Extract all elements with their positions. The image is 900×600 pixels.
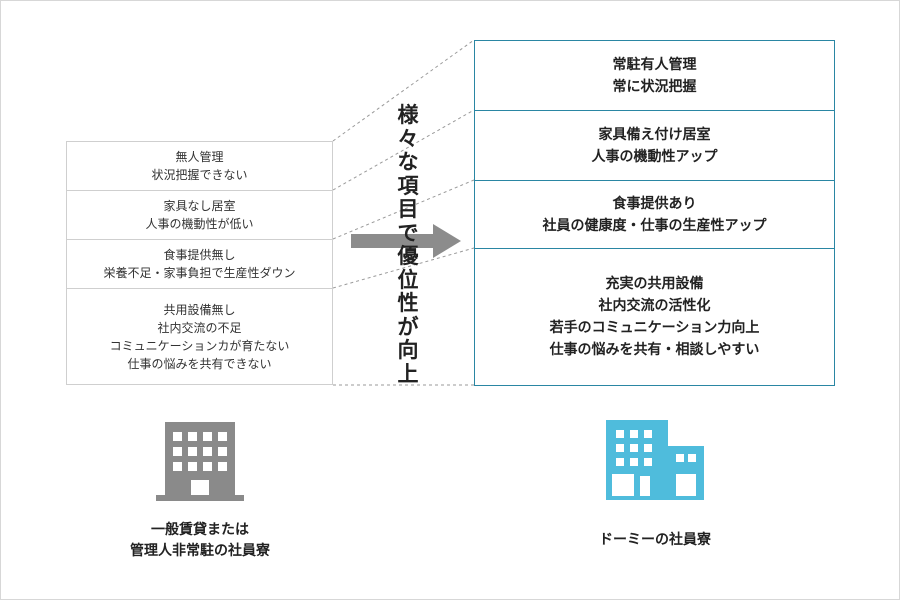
left-item-line: 無人管理	[175, 150, 224, 164]
left-caption-line: 管理人非常駐の社員寮	[130, 543, 270, 559]
arrow-shaft	[351, 234, 435, 248]
left-item-line: 共用設備無し	[163, 302, 236, 317]
right-item-line: 常に状況把握	[612, 78, 697, 95]
left-item-furniture: 家具なし居室 人事の機動性が低い	[67, 191, 332, 240]
right-item-facilities: 充実の共用設備 社内交流の活性化 若手のコミュニケーション力向上 仕事の悩みを共…	[475, 249, 834, 385]
center-vertical-text: 様々な項目で優位性が向上	[393, 103, 423, 386]
left-item-staffing: 無人管理 状況把握できない	[67, 142, 332, 191]
right-item-line: 社員の健康度・仕事の生産性アップ	[542, 217, 767, 234]
office-building-icon	[156, 422, 244, 501]
left-item-line: 栄養不足・家事負担で生産性ダウン	[103, 266, 296, 280]
left-item-line: 食事提供無し	[163, 248, 236, 262]
connector-line-3	[332, 179, 475, 240]
left-item-meals: 食事提供無し 栄養不足・家事負担で生産性ダウン	[67, 240, 332, 289]
center-text-char: 様	[397, 103, 419, 127]
center-text-char: 々	[397, 126, 419, 151]
right-item-line: 社内交流の活性化	[598, 298, 711, 314]
center-text-char: 優	[397, 244, 419, 268]
left-item-line: 社内交流の不足	[157, 320, 242, 335]
dormitory-building-icon	[606, 420, 704, 500]
center-text-char: 性	[397, 291, 419, 315]
left-caption: 一般賃貸または 管理人非常駐の社員寮	[95, 520, 305, 562]
right-caption: ドーミーの社員寮	[599, 532, 711, 548]
right-item-line: 家具備え付け居室	[598, 126, 711, 143]
center-text-char: が	[397, 314, 419, 339]
center-text-char: 向	[397, 338, 419, 362]
right-arrow-icon	[433, 224, 461, 258]
center-text-char: 位	[397, 267, 419, 292]
right-item-staffing: 常駐有人管理 常に状況把握	[475, 41, 834, 111]
right-item-line: 常駐有人管理	[612, 56, 697, 73]
left-item-line: 状況把握できない	[151, 168, 248, 182]
right-item-line: 人事の機動性アップ	[591, 148, 718, 165]
connector-line-top	[332, 39, 475, 142]
left-comparison-box: 無人管理 状況把握できない 家具なし居室 人事の機動性が低い 食事提供無し 栄養…	[66, 141, 333, 385]
center-text-char: 項	[397, 173, 419, 198]
center-text-char: 上	[397, 361, 419, 386]
left-item-line: 仕事の悩みを共有できない	[127, 356, 272, 371]
left-item-line: 家具なし居室	[163, 199, 236, 213]
right-item-line: 食事提供あり	[612, 195, 697, 212]
connector-line-4	[332, 247, 475, 289]
right-item-furniture: 家具備え付け居室 人事の機動性アップ	[475, 111, 834, 181]
right-item-line: 充実の共用設備	[605, 276, 704, 292]
left-item-line: コミュニケーションカが育たない	[109, 338, 290, 353]
left-item-line: 人事の機動性が低い	[145, 217, 254, 231]
right-item-line: 若手のコミュニケーション力向上	[549, 320, 760, 336]
left-item-facilities: 共用設備無し 社内交流の不足 コミュニケーションカが育たない 仕事の悩みを共有で…	[67, 289, 332, 384]
center-text-char: で	[397, 220, 419, 245]
center-text-char: な	[397, 150, 419, 174]
right-item-meals: 食事提供あり 社員の健康度・仕事の生産性アップ	[475, 181, 834, 249]
right-comparison-box: 常駐有人管理 常に状況把握 家具備え付け居室 人事の機動性アップ 食事提供あり …	[474, 40, 835, 386]
right-item-line: 仕事の悩みを共有・相談しやすい	[549, 342, 760, 358]
center-text-char: 目	[397, 197, 419, 221]
left-caption-line: 一般賃貸または	[151, 522, 249, 538]
